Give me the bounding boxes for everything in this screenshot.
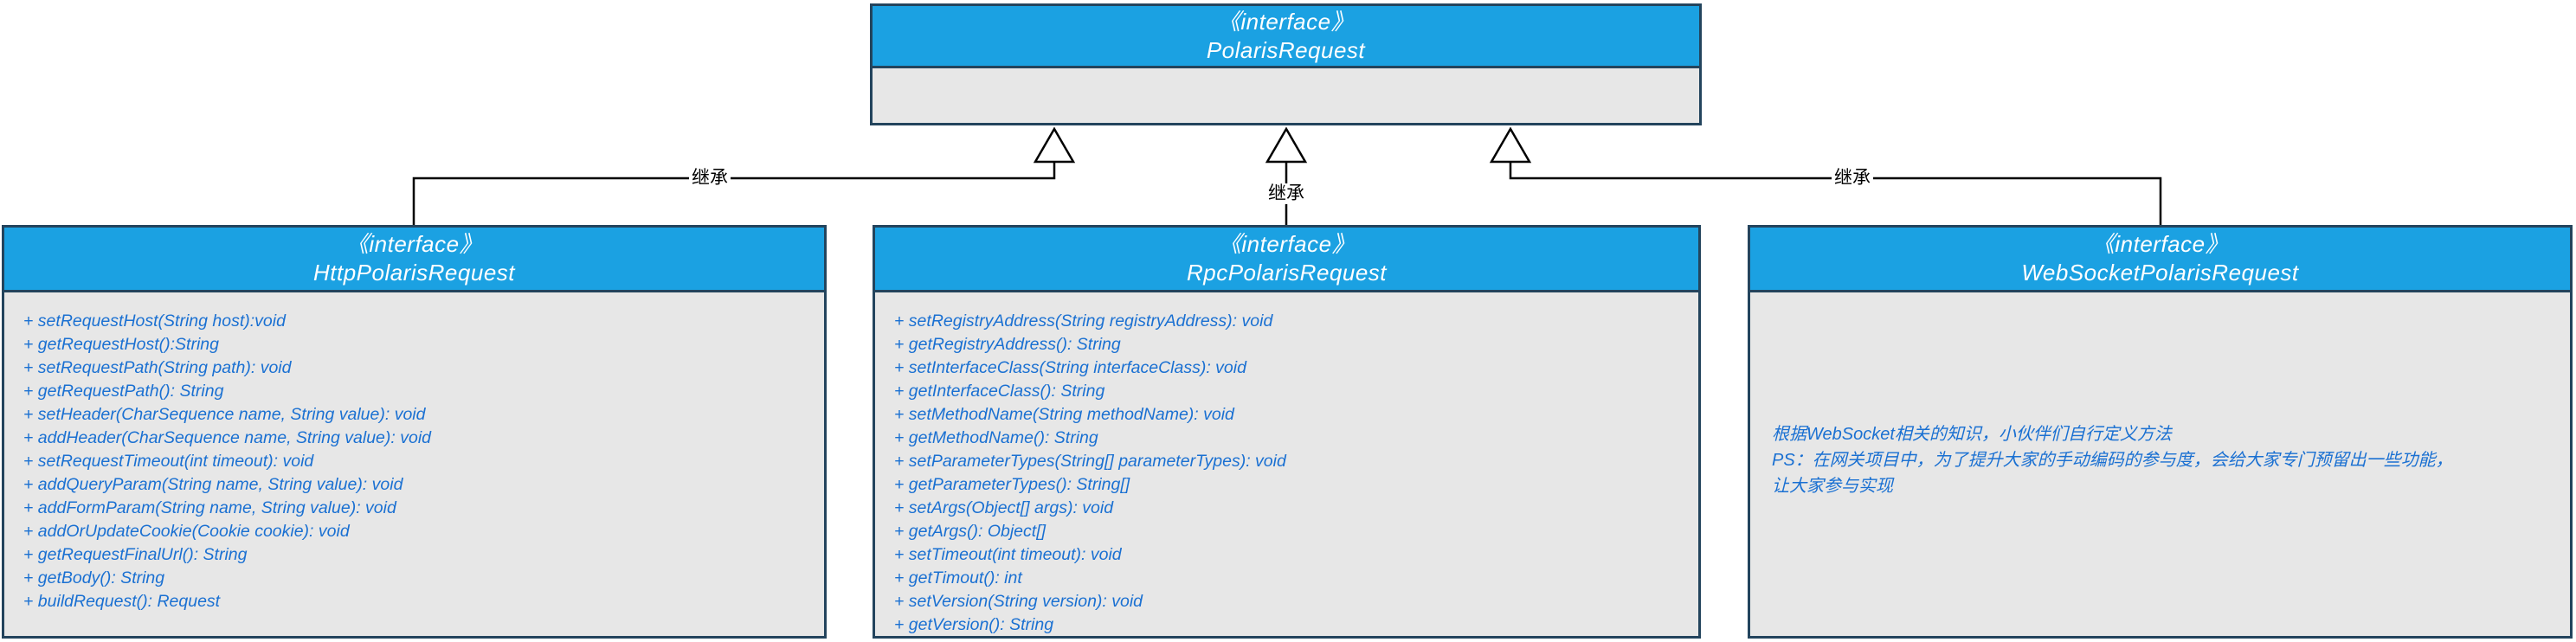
stereotype-label: 《interface》 [345, 231, 483, 257]
text-line: + setRegistryAddress(String registryAddr… [894, 311, 1273, 331]
stereotype-label: 《interface》 [1218, 231, 1356, 257]
text-line: + setArgs(Object[] args): void [894, 498, 1114, 517]
method-list: + setRequestHost(String host):void + getR… [4, 292, 824, 613]
hollow-triangle-arrowhead [1265, 126, 1308, 164]
text-line: + getInterfaceClass(): String [894, 382, 1105, 401]
interface-name: HttpPolarisRequest [313, 260, 515, 286]
interface-name: PolarisRequest [1206, 36, 1366, 63]
interface-body: 根据WebSocket相关的知识，小伙伴们自行定义方法 PS：在网关项目中，为了提… [1750, 292, 2570, 636]
text-line: + getArgs(): Object[] [894, 522, 1046, 541]
edge-label-inherit-rpc: 继承 [1265, 183, 1307, 204]
text-line: + getParameterTypes(): String[] [894, 475, 1130, 494]
text-line: + getRequestHost():String [23, 335, 219, 354]
method-list: + setRegistryAddress(String registryAddr… [875, 292, 1698, 636]
text-line: + getRegistryAddress(): String [894, 335, 1121, 354]
interface-header: 《interface》 RpcPolarisRequest [875, 228, 1698, 292]
text-line: + setRequestHost(String host):void [23, 311, 286, 331]
text-line: + getBody(): String [23, 568, 165, 587]
text-line: + buildRequest(): Request [23, 592, 221, 611]
interface-box-websocketpolarisrequest[interactable]: 《interface》 WebSocketPolarisRequest 根据We… [1748, 225, 2573, 639]
hollow-triangle-arrowhead [1033, 126, 1076, 164]
interface-box-rpcpolarisrequest[interactable]: 《interface》 RpcPolarisRequest + setRegis… [873, 225, 1701, 639]
text-line: + setTimeout(int timeout): void [894, 545, 1122, 564]
text-line: + setRequestPath(String path): void [23, 358, 292, 377]
text-line: PS：在网关项目中，为了提升大家的手动编码的参与度，会给大家专门预留出一些功能， [1772, 450, 2453, 470]
text-line: + getRequestPath(): String [23, 382, 224, 401]
text-line: + setInterfaceClass(String interfaceClas… [894, 358, 1246, 377]
interface-body: + setRegistryAddress(String registryAddr… [875, 292, 1698, 636]
text-line: + setHeader(CharSequence name, String va… [23, 405, 426, 424]
interface-header: 《interface》 HttpPolarisRequest [4, 228, 824, 292]
text-line: + getTimout(): int [894, 568, 1022, 587]
interface-header: 《interface》 PolarisRequest [873, 6, 1699, 68]
interface-body-empty [873, 68, 1699, 123]
text-line: + getRequestFinalUrl(): String [23, 545, 248, 564]
inheritance-edge-rpc [1265, 126, 1308, 225]
interface-name: RpcPolarisRequest [1186, 260, 1388, 286]
inheritance-edge-websocket [1489, 126, 2162, 225]
text-line: + setVersion(String version): void [894, 592, 1143, 611]
text-line: 让大家参与实现 [1772, 476, 1893, 496]
text-line: + addQueryParam(String name, String valu… [23, 475, 403, 494]
text-line: + setRequestTimeout(int timeout): void [23, 452, 314, 471]
text-line: + addHeader(CharSequence name, String va… [23, 428, 431, 447]
text-line: 根据WebSocket相关的知识，小伙伴们自行定义方法 [1772, 424, 2172, 444]
stereotype-label: 《interface》 [1217, 8, 1355, 35]
text-line: + getVersion(): String [894, 615, 1054, 634]
interface-box-httppolarisrequest[interactable]: 《interface》 HttpPolarisRequest + setRequ… [2, 225, 827, 639]
text-line: + addFormParam(String name, String value… [23, 498, 396, 517]
interface-name: WebSocketPolarisRequest [2021, 260, 2299, 286]
text-line: + addOrUpdateCookie(Cookie cookie): void [23, 522, 350, 541]
interface-box-polarisrequest[interactable]: 《interface》 PolarisRequest [870, 3, 1702, 125]
text-line: + setMethodName(String methodName): void [894, 405, 1234, 424]
edge-label-inherit-http: 继承 [689, 168, 731, 189]
hollow-triangle-arrowhead [1489, 126, 1532, 164]
inheritance-edge-http [412, 126, 1076, 225]
edge-label-inherit-websocket: 继承 [1832, 168, 1873, 189]
interface-body: + setRequestHost(String host):void + getR… [4, 292, 824, 636]
text-line: + setParameterTypes(String[] parameterTy… [894, 452, 1286, 471]
interface-header: 《interface》 WebSocketPolarisRequest [1750, 228, 2570, 292]
note-text: 根据WebSocket相关的知识，小伙伴们自行定义方法 PS：在网关项目中，为了提… [1750, 292, 2570, 636]
stereotype-label: 《interface》 [2091, 231, 2229, 257]
text-line: + getMethodName(): String [894, 428, 1098, 447]
